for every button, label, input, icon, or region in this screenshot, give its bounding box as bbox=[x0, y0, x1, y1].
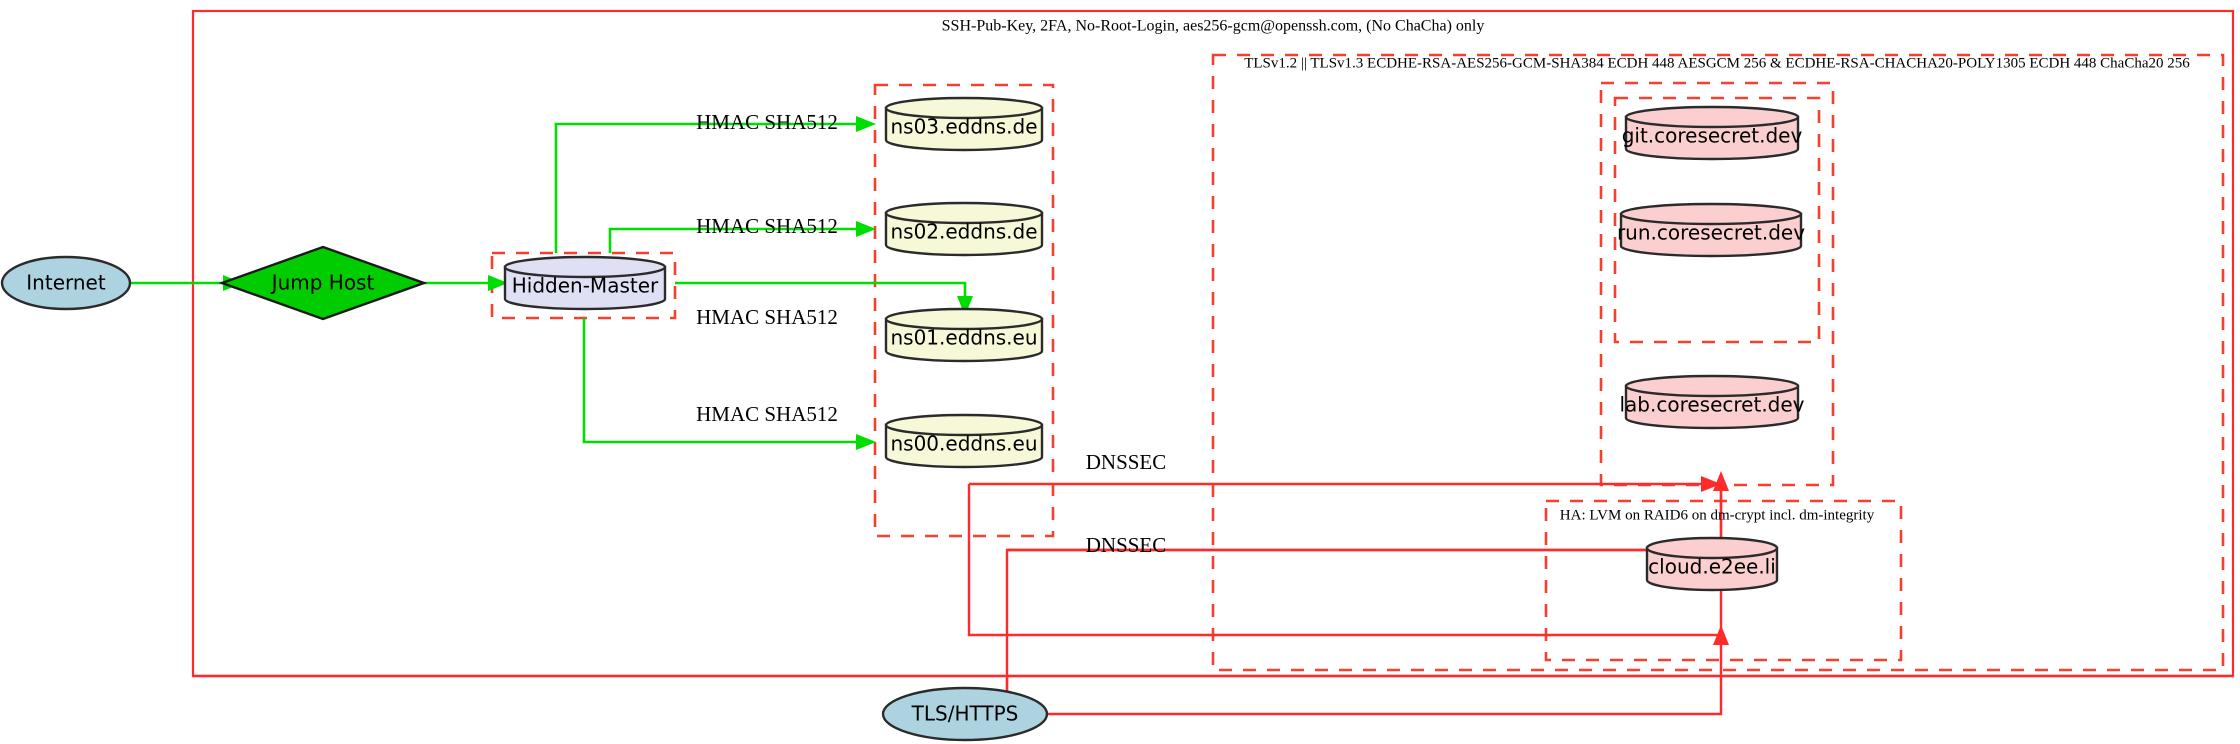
arrow-tlshttps-to-cloud bbox=[1713, 625, 1729, 645]
node-hidden-master[interactable]: Hidden-Master bbox=[503, 255, 667, 311]
dns-cluster-box bbox=[873, 83, 1055, 538]
node-internet[interactable]: Internet bbox=[0, 255, 132, 311]
node-ns02-label: ns02.eddns.de bbox=[890, 220, 1037, 244]
node-git-coresecret-label: git.coresecret.dev bbox=[1622, 124, 1803, 148]
node-run-coresecret[interactable]: run.coresecret.dev bbox=[1617, 202, 1805, 258]
arrow-to-ns02 bbox=[856, 221, 876, 237]
node-run-coresecret-label: run.coresecret.dev bbox=[1617, 221, 1805, 245]
node-ns00[interactable]: ns00.eddns.eu bbox=[884, 413, 1044, 469]
node-ns01-label: ns01.eddns.eu bbox=[890, 326, 1037, 350]
node-internet-label: Internet bbox=[26, 271, 106, 295]
ha-cluster-box bbox=[1544, 499, 1903, 662]
arrow-to-ns03 bbox=[856, 116, 876, 132]
edge-label-hmac-ns01: HMAC SHA512 bbox=[696, 305, 838, 329]
edge-label-dnssec-upper: DNSSEC bbox=[1086, 450, 1167, 474]
edge-hiddenmaster-to-ns00 bbox=[582, 318, 856, 444]
edge-tlshttps-to-cloud bbox=[1047, 645, 1723, 716]
cluster-label-ha-policy: HA: LVM on RAID6 on dm-crypt incl. dm-in… bbox=[1560, 507, 1875, 523]
edge-hiddenmaster-to-ns01 bbox=[675, 281, 967, 296]
node-git-coresecret[interactable]: git.coresecret.dev bbox=[1622, 105, 1803, 161]
node-ns03-label: ns03.eddns.de bbox=[890, 115, 1037, 139]
edge-label-hmac-ns00: HMAC SHA512 bbox=[696, 402, 838, 426]
edge-label-hmac-ns02: HMAC SHA512 bbox=[696, 214, 838, 238]
node-ns00-label: ns00.eddns.eu bbox=[890, 432, 1037, 456]
arrow-dnssec-upper-head bbox=[1701, 476, 1721, 492]
node-ns02[interactable]: ns02.eddns.de bbox=[884, 201, 1044, 257]
node-lab-coresecret[interactable]: lab.coresecret.dev bbox=[1619, 374, 1805, 430]
node-lab-coresecret-label: lab.coresecret.dev bbox=[1619, 393, 1804, 417]
edge-label-hmac-ns03: HMAC SHA512 bbox=[696, 110, 838, 134]
coresecret-inner-cluster-box bbox=[1613, 96, 1821, 344]
cluster-label-ssh-policy: SSH-Pub-Key, 2FA, No-Root-Login, aes256-… bbox=[942, 18, 1485, 35]
edge-hiddenmaster-to-ns02 bbox=[608, 227, 856, 253]
node-tls-https[interactable]: TLS/HTTPS bbox=[881, 686, 1049, 742]
edge-label-dnssec-lower: DNSSEC bbox=[1086, 533, 1167, 557]
node-ns03[interactable]: ns03.eddns.de bbox=[884, 96, 1044, 152]
tls-cluster-box bbox=[1211, 53, 2225, 672]
node-jump-host-label: Jump Host bbox=[270, 271, 375, 295]
edge-hiddenmaster-to-ns03 bbox=[554, 122, 856, 253]
arrow-to-ns00 bbox=[856, 434, 876, 450]
node-cloud-e2ee[interactable]: cloud.e2ee.li bbox=[1645, 536, 1779, 592]
arrow-jumphost-to-hiddenmaster bbox=[488, 275, 508, 291]
node-ns01[interactable]: ns01.eddns.eu bbox=[884, 307, 1044, 363]
node-hidden-master-label: Hidden-Master bbox=[512, 274, 659, 298]
cluster-label-tls-policy: TLSv1.2 || TLSv1.3 ECDHE-RSA-AES256-GCM-… bbox=[1244, 55, 2190, 71]
node-cloud-e2ee-label: cloud.e2ee.li bbox=[1648, 555, 1776, 579]
node-jump-host[interactable]: Jump Host bbox=[218, 245, 428, 321]
node-tls-https-label: TLS/HTTPS bbox=[911, 702, 1019, 726]
arrow-to-ns01 bbox=[957, 296, 973, 316]
